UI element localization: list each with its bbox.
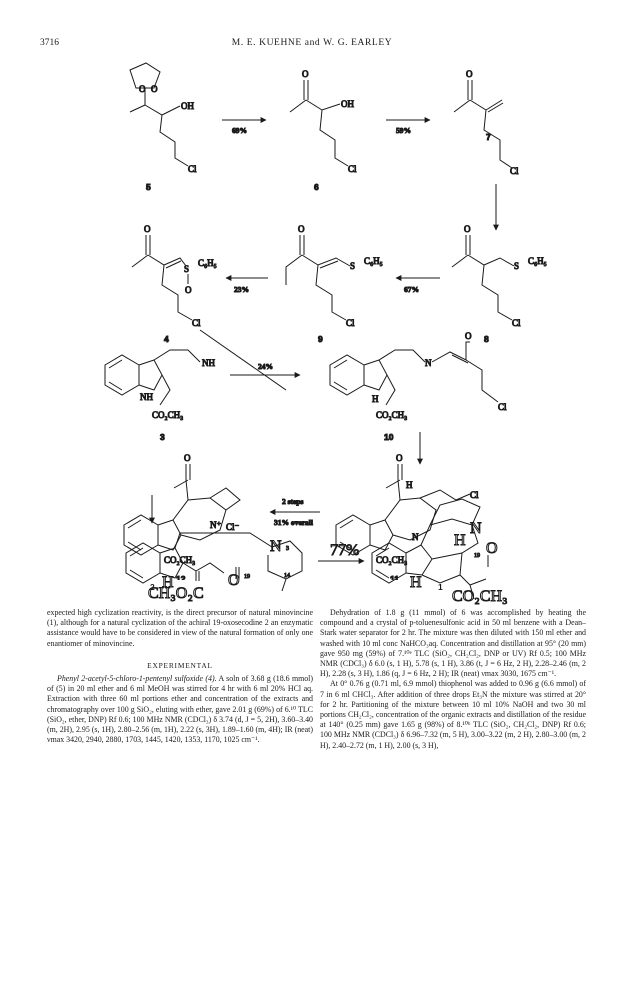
- compound-label-3: 3: [160, 432, 165, 442]
- page-number: 3716: [40, 38, 59, 48]
- dioxolane-o2: O: [151, 84, 158, 94]
- c6-oh-label: OH: [341, 99, 354, 109]
- c3-nh-label: NH: [202, 358, 215, 368]
- c10-h-label: H: [372, 394, 379, 404]
- c10-ester-label: CO₂CH₃: [376, 410, 407, 420]
- c12-ester-label: CO₂CH₃: [164, 555, 195, 565]
- c9-o-label: O: [298, 224, 305, 234]
- compound-8-structure: [451, 235, 515, 321]
- c1-o-label: O: [486, 540, 498, 557]
- compound-label-9: 9: [318, 334, 323, 344]
- left-column: expected high cyclization reactivity, is…: [47, 608, 313, 745]
- yield-8-to-9: 67%: [404, 285, 419, 294]
- compound-10-structure: [329, 341, 499, 406]
- c2-h-label: H: [162, 574, 174, 591]
- c6-cl-label: Cl: [348, 164, 357, 174]
- compound-4-structure: [131, 235, 193, 321]
- c11-n-label: N: [412, 532, 419, 542]
- page-header: 3716 M. E. KUEHNE and W. G. EARLEY: [40, 38, 584, 54]
- c4-s-label: S: [184, 264, 189, 274]
- compound-label-8: 8: [484, 334, 489, 344]
- compound-label-6: 6: [314, 182, 319, 192]
- reaction-scheme: O O OH Cl 5 69% O OH Cl 6 59% O Cl 7 O S…: [104, 62, 547, 580]
- c10-cl-label: Cl: [498, 402, 507, 412]
- yield-6-to-7: 59%: [396, 126, 411, 135]
- c1-n-label: N: [470, 520, 482, 537]
- c2-n3-label: 3: [286, 546, 289, 552]
- c2-n-label: N: [270, 538, 282, 555]
- c5-cl-label: Cl: [188, 164, 197, 174]
- c4-sulfoxide-o-label: O: [185, 285, 192, 295]
- c7-cl-label: Cl: [510, 166, 519, 176]
- section-title-experimental: EXPERIMENTAL: [147, 660, 213, 670]
- c3-indole-h-label: NH: [140, 392, 153, 402]
- compound-9-structure: [285, 235, 351, 321]
- compound-label-11: 11: [390, 574, 399, 580]
- left-paragraph-1: expected high cyclization reactivity, is…: [47, 608, 313, 648]
- c12-o-label: O: [184, 453, 191, 463]
- c10-o-label: O: [465, 331, 472, 341]
- right-paragraph-1: Dehydration of 1.8 g (11 mmol) of 6 was …: [320, 608, 586, 679]
- c12-nplus-label: N⁺: [210, 520, 221, 530]
- compound-7-structure: [453, 80, 513, 169]
- compound-4-heading: Phenyl 2-acetyl-5-chloro-1-pentenyl sulf…: [57, 674, 217, 684]
- yield-3-to-10: 24%: [258, 362, 273, 371]
- line-4-to-arrow: [199, 329, 287, 391]
- compound-11-structure: [335, 464, 471, 556]
- compound-label-7: 7: [486, 132, 491, 142]
- c9-s-label: S: [350, 261, 355, 271]
- compound-label-10: 10: [384, 432, 394, 442]
- compound-2-structure: [125, 532, 303, 592]
- yield-11-to-12-overall: 31% overall: [274, 518, 313, 527]
- c5-oh-label: OH: [181, 101, 194, 111]
- c4-ph-label: C₆H₅: [198, 258, 217, 268]
- c2-n14-label: 14: [284, 573, 290, 579]
- compound-5-structure: [129, 62, 189, 167]
- dioxolane-o1: O: [139, 84, 146, 94]
- c1-nh-label: H: [410, 574, 422, 591]
- c1-n19-label: 19: [474, 553, 480, 559]
- c9-cl-label: Cl: [346, 318, 355, 328]
- compound-label-1: 1: [438, 582, 443, 592]
- compound-6-structure: [289, 80, 349, 167]
- c11-cl-label: Cl: [470, 490, 479, 500]
- left-paragraph-2: Phenyl 2-acetyl-5-chloro-1-pentenyl sulf…: [47, 674, 313, 745]
- c1-ester-label: CO₂CH₃: [452, 588, 508, 605]
- right-paragraph-2: At 0° 0.76 g (0.71 ml, 6.9 mmol) thiophe…: [320, 679, 586, 750]
- yield-9-to-4: 23%: [234, 285, 249, 294]
- reaction-scheme-row5: N 3 14 19 O H CH₃O₂C 77% N H 19 O H CO₂C…: [125, 495, 508, 605]
- c4-o-label: O: [144, 224, 151, 234]
- c11-ester-label: CO₂CH₃: [376, 555, 407, 565]
- c8-cl-label: Cl: [512, 318, 521, 328]
- c8-s-label: S: [514, 261, 519, 271]
- c7-o-label: O: [466, 69, 473, 79]
- c11-h-label: H: [406, 480, 413, 490]
- c1-h-label: H: [454, 532, 466, 549]
- c12-clminus-label: Cl⁻: [226, 522, 240, 532]
- compound-3-structure: [104, 349, 201, 406]
- yield-11-to-12-steps: 2 steps: [282, 497, 304, 506]
- c4-cl-label: Cl: [192, 318, 201, 328]
- c8-ph-label: C₆H₅: [528, 256, 547, 266]
- c11-o-label: O: [396, 453, 403, 463]
- compound-label-2: 2: [150, 582, 155, 592]
- c6-o-label: O: [302, 69, 309, 79]
- compound-1-structure: [371, 498, 489, 600]
- c3-ester-label: CO₂CH₃: [152, 410, 183, 420]
- yield-5-to-6: 69%: [232, 126, 247, 135]
- running-head-authors: M. E. KUEHNE and W. G. EARLEY: [231, 38, 393, 48]
- left-paragraph-2-body: A soln of 3.68 g (18.6 mmol) of (5) in 2…: [47, 674, 313, 745]
- compound-label-4: 4: [164, 334, 169, 344]
- right-column: Dehydration of 1.8 g (11 mmol) of 6 was …: [320, 608, 586, 751]
- c2-ester-label: CH₃O₂C: [148, 585, 204, 602]
- c9-ph-label: C₆H₅: [364, 256, 383, 266]
- c8-o-label: O: [464, 224, 471, 234]
- c2-n19-label: 19: [244, 574, 250, 580]
- c2-o-label: O: [228, 572, 240, 589]
- compound-label-12: 12: [176, 574, 186, 580]
- compound-label-5: 5: [146, 182, 151, 192]
- yield-2-to-1: 77%: [330, 542, 359, 559]
- c10-n-label: N: [425, 358, 432, 368]
